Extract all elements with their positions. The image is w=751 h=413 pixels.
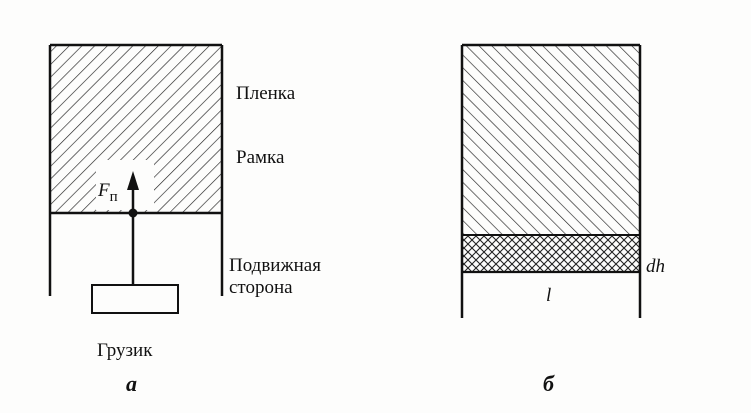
- displacement-strip: [463, 235, 639, 272]
- panel-a: Fп Пленка Рамка Подвижная сторона Грузик…: [48, 43, 321, 396]
- force-arrow-head: [127, 171, 139, 190]
- label-load: Грузик: [97, 340, 153, 361]
- film-region: [463, 46, 639, 235]
- panel-letter-b: б: [543, 371, 555, 396]
- force-label: Fп: [97, 180, 118, 205]
- label-dh: dh: [646, 256, 665, 277]
- force-label-background: [96, 160, 154, 210]
- panel-b: dh l б: [460, 43, 665, 396]
- attachment-point: [128, 208, 138, 218]
- label-movable-side-line1: Подвижная: [229, 255, 321, 276]
- label-movable-side-line2: сторона: [229, 277, 293, 298]
- load-weight-box: [91, 284, 179, 314]
- label-film: Пленка: [236, 83, 296, 104]
- panel-letter-a: а: [126, 371, 137, 396]
- label-frame: Рамка: [236, 147, 285, 168]
- label-length-l: l: [546, 285, 551, 306]
